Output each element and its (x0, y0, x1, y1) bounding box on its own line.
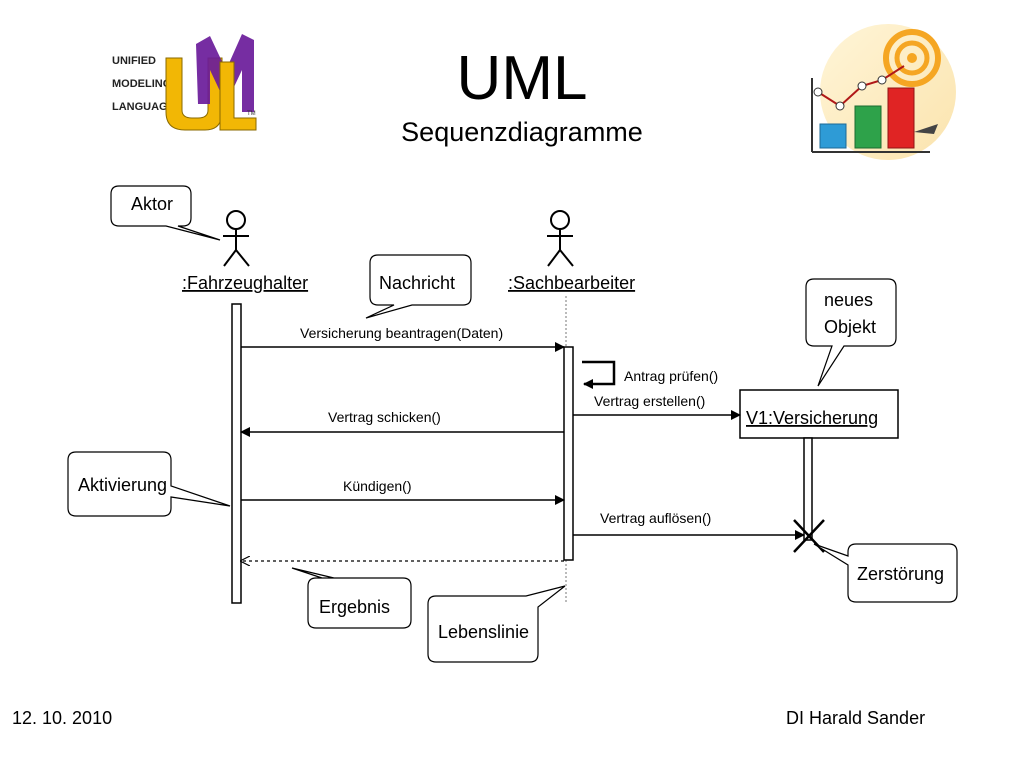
callout-zerstoerung: Zerstörung (813, 543, 958, 603)
object-box-v1-versicherung (739, 389, 899, 439)
callout-aktivierung-text: Aktivierung (78, 475, 167, 495)
message-label-kuendigen: Kündigen() (343, 478, 412, 494)
uml-logo: UNIFIED MODELING LANGUAGE TM (112, 34, 257, 131)
callout-neues-objekt-line1: neues (824, 290, 873, 310)
footer-author: DI Harald Sander (786, 708, 926, 728)
page-subtitle: Sequenzdiagramme (401, 117, 643, 147)
callout-ergebnis: Ergebnis (291, 567, 412, 629)
logo-text-unified: UNIFIED (112, 55, 156, 67)
callout-lebenslinie-text: Lebenslinie (438, 622, 529, 642)
callout-neues-objekt-line2: Objekt (824, 317, 876, 337)
logo-text-language: LANGUAGE (112, 101, 175, 113)
chart-clipart (811, 24, 956, 160)
actor-figure-fahrzeughalter (223, 210, 250, 267)
message-label-vertrag-schicken: Vertrag schicken() (328, 409, 441, 425)
page-title: UML (456, 44, 588, 113)
callout-aktor-text: Aktor (131, 194, 173, 214)
chart-bar-red (887, 87, 915, 149)
callout-neues-objekt: neues Objekt (805, 278, 897, 387)
callout-zerstoerung-text: Zerstörung (857, 564, 944, 584)
message-label-vertrag-aufloesen: Vertrag auflösen() (600, 510, 711, 526)
chart-bar-blue (819, 123, 847, 149)
callout-lebenslinie: Lebenslinie (427, 585, 566, 663)
message-arrow-antrag-pruefen (582, 360, 616, 389)
activation-bar-versicherung (803, 437, 813, 541)
logo-letter-l (219, 61, 257, 131)
callout-ergebnis-text: Ergebnis (319, 597, 390, 617)
message-label-vertrag-erstellen: Vertrag erstellen() (594, 393, 705, 409)
arrow-icon (914, 124, 938, 134)
object-label-v1-versicherung: V1:Versicherung (746, 408, 878, 428)
message-label-antrag-pruefen: Antrag prüfen() (624, 368, 718, 384)
message-label-versicherung-beantragen: Versicherung beantragen(Daten) (300, 325, 503, 341)
callout-aktivierung: Aktivierung (67, 451, 231, 517)
activation-bar-fahrzeughalter (231, 303, 242, 604)
callout-nachricht: Nachricht (365, 254, 472, 319)
activation-bar-sachbearbeiter (563, 346, 574, 561)
actor-figure-sachbearbeiter (547, 210, 574, 267)
logo-tm: TM (247, 111, 256, 117)
callout-nachricht-text: Nachricht (379, 273, 455, 293)
lifeline-label-sachbearbeiter: :Sachbearbeiter (508, 273, 635, 293)
footer-date: 12. 10. 2010 (12, 708, 113, 728)
chart-bar-green (854, 105, 882, 149)
logo-text-modeling: MODELING (112, 78, 171, 90)
callout-aktor: Aktor (110, 185, 221, 241)
lifeline-label-fahrzeughalter: :Fahrzeughalter (182, 273, 308, 293)
target-icon (883, 29, 941, 87)
